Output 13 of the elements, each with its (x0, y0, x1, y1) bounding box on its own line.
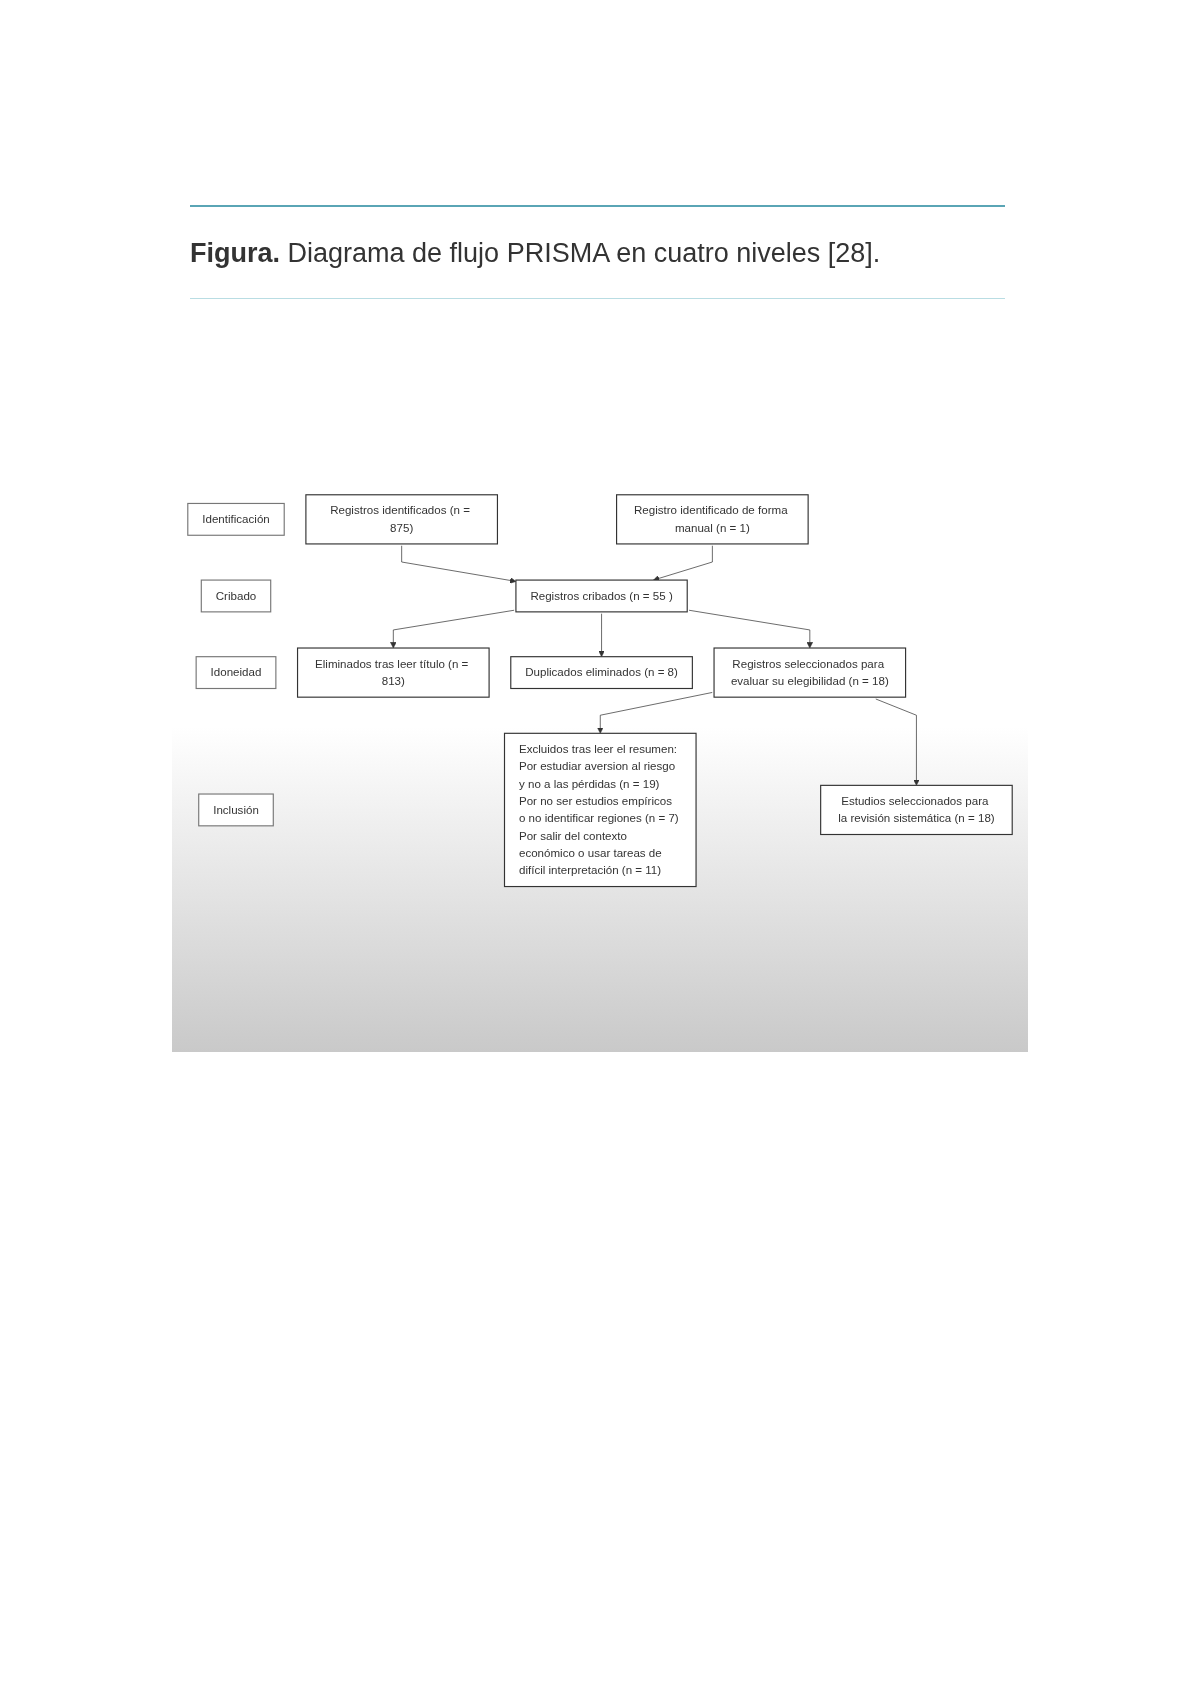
stage-label-box: Idoneidad (195, 656, 277, 690)
process-box: Registros seleccionados para evaluar su elegibilidad (n = 18) (713, 647, 907, 699)
process-box: Duplicados eliminados (n = 8) (510, 656, 693, 690)
stage-label-box: Cribado (200, 579, 272, 613)
stage-label-box: Inclusión (198, 793, 274, 827)
process-box: Registro identificado de forma manual (n = 1) (616, 494, 809, 545)
process-box: Eliminados tras leer título (n = 813) (296, 647, 490, 699)
process-box: Registros cribados (n = 55 ) (515, 579, 688, 613)
stage-label-box: Identificación (187, 503, 285, 537)
process-box: Estudios seleccionados para la revisión sistemática (n = 18) (820, 785, 1013, 836)
process-box: Excluidos tras leer el resumen: Por estudiar aversion al riesgo y no a las pérdidas (n = 19) Por no ser estudios empíricos o no identificar regiones (n = 7) Por salir del contexto económico o usar tareas de difícil interpretación (n = 11) (503, 733, 697, 888)
process-box: Registros identificados (n = 875) (305, 494, 498, 545)
figure-title: Figura. Diagrama de flujo PRISMA en cuatro niveles [28]. (190, 238, 881, 269)
